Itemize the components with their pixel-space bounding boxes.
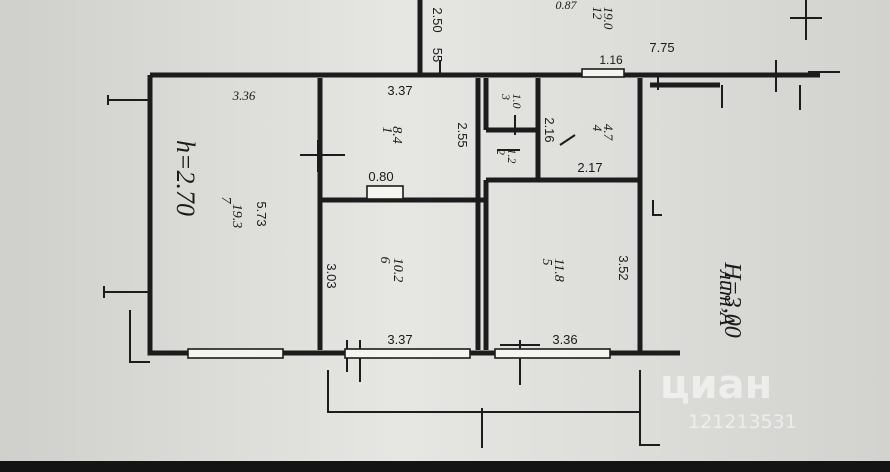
room-7-height: h=2.70 [171,140,200,216]
dim-room-6-depth: 3.03 [324,263,339,288]
watermark-code: 121213531 [688,411,797,433]
outer-markings [103,0,840,448]
dim-room-1-depth: 2.55 [455,122,470,147]
watermark: циан 121213531 [660,362,797,433]
lit-label: лит A [715,268,740,326]
room-7-area: 19.3 [229,204,244,229]
room-1-id: 1 [379,127,394,134]
room-6-id: 6 [377,257,392,264]
window-room-5 [494,348,611,359]
window-top-1-16 [581,68,625,78]
room-5-id: 5 [539,259,554,266]
room-5-area: 11.8 [551,258,566,281]
room-4-area: 4.7 [601,124,616,141]
room-12-id: 12 [590,7,605,21]
room-4-id: 4 [590,125,605,132]
dim-room-5-width: 3.36 [552,332,577,347]
dim-door-width: 0.80 [368,169,393,184]
dim-room-4-width: 2.17 [577,160,602,175]
dim-room-4-depth: 2.16 [542,117,557,142]
room-3-id: 3 [499,93,513,100]
room-1-area: 8.4 [389,126,404,144]
dim-room-7-width: 3.36 [232,88,256,103]
walls [147,0,820,356]
room-labels: h=2.70 7 19.3 1 8.4 6 10.2 3 1.0 2 1.2 4… [171,7,745,338]
room-12-area: 19.0 [601,7,616,30]
watermark-brand: циан [660,362,772,408]
dimension-labels: 3.36 5.73 3.37 2.55 0.80 3.03 3.37 2.16 … [232,0,675,347]
room-6-area: 10.2 [390,258,405,283]
room-2-area: 1.2 [505,149,519,164]
dim-room-7-length: 5.73 [254,201,269,226]
windows [187,68,625,359]
dim-top-7-75: 7.75 [649,40,674,55]
room-2-id: 2 [494,149,508,155]
window-room-7 [187,348,284,359]
room-3-area: 1.0 [510,94,524,109]
dim-top-55: 55 [430,48,445,62]
window-room-6 [344,348,471,359]
dim-room-5-depth: 3.52 [616,255,631,280]
room-7-id: 7 [218,197,233,205]
dim-room-12: 0.87 [556,0,578,12]
height-label: H=3,00 [719,261,745,338]
bottom-dark-strip [0,461,890,472]
dim-top-2-50: 2.50 [430,7,445,32]
dim-top-1-16: 1.16 [599,53,623,67]
dim-room-6-width: 3.37 [387,332,412,347]
door-room-1 [366,185,404,200]
dim-room-1-width: 3.37 [387,83,412,98]
